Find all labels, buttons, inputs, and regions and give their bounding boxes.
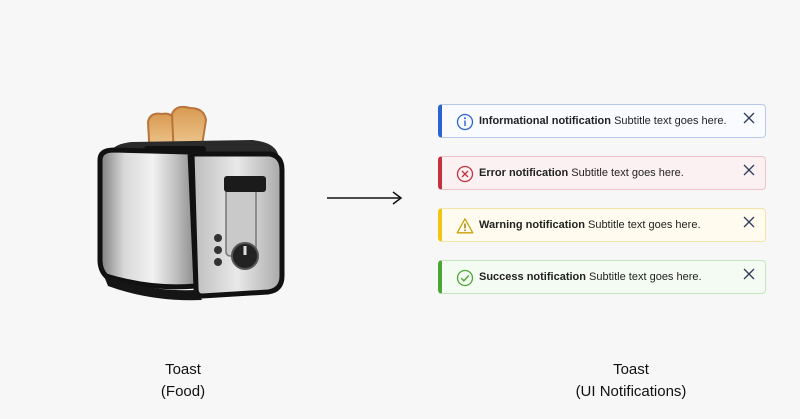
- close-icon[interactable]: [742, 163, 756, 177]
- notification-text: Warning notification Subtitle text goes …: [479, 219, 701, 231]
- notification-subtitle: Subtitle text goes here.: [614, 115, 727, 127]
- error-notification: Error notification Subtitle text goes he…: [438, 156, 766, 190]
- info-notification: Informational notification Subtitle text…: [438, 104, 766, 138]
- notification-text: Success notification Subtitle text goes …: [479, 271, 702, 283]
- info-circle-icon: [456, 113, 474, 131]
- close-icon[interactable]: [742, 111, 756, 125]
- notification-text: Informational notification Subtitle text…: [479, 115, 727, 127]
- ui-caption: Toast (UI Notifications): [531, 359, 731, 403]
- notification-subtitle: Subtitle text goes here.: [589, 271, 702, 283]
- toaster-icon: [97, 105, 285, 301]
- notification-text: Error notification Subtitle text goes he…: [479, 167, 684, 179]
- close-icon[interactable]: [742, 267, 756, 281]
- caption-subtitle: (Food): [160, 383, 206, 400]
- notification-title: Warning notification: [479, 219, 585, 231]
- caption-title: Toast: [165, 361, 201, 378]
- notification-title: Informational notification: [479, 115, 611, 127]
- checkmark-circle-icon: [456, 269, 474, 287]
- close-icon[interactable]: [742, 215, 756, 229]
- success-notification: Success notification Subtitle text goes …: [438, 260, 766, 294]
- notification-subtitle: Subtitle text goes here.: [571, 167, 684, 179]
- notification-subtitle: Subtitle text goes here.: [587, 219, 701, 231]
- notification-title: Success notification: [479, 271, 586, 283]
- food-caption: Toast (Food): [83, 359, 283, 403]
- right-arrow-icon: [327, 188, 403, 208]
- toaster-image: [92, 100, 292, 305]
- warning-triangle-icon: [456, 217, 474, 235]
- caption-title: Toast: [613, 361, 649, 378]
- error-circle-icon: [456, 165, 474, 183]
- warning-notification: Warning notification Subtitle text goes …: [438, 208, 766, 242]
- caption-subtitle: (UI Notifications): [575, 383, 687, 400]
- notification-title: Error notification: [479, 167, 569, 179]
